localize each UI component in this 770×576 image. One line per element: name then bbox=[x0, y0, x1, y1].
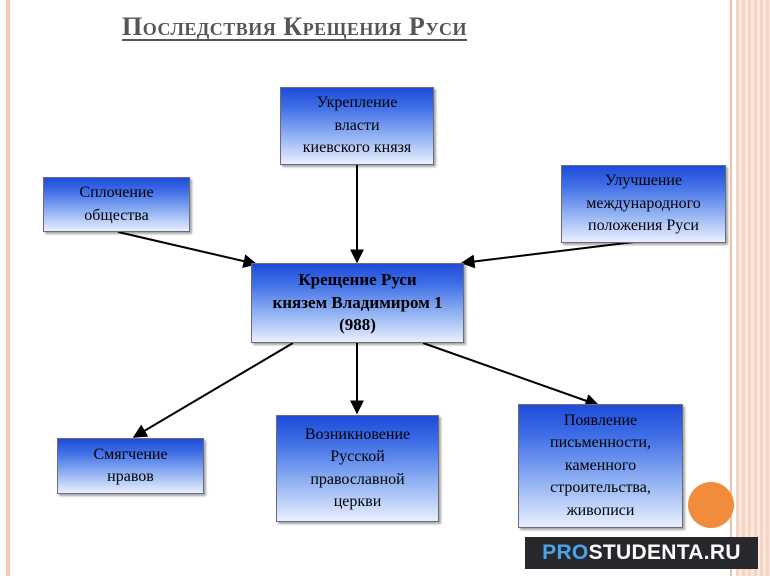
arrow-center-to-bottom-left bbox=[132, 342, 294, 438]
right-striped-border bbox=[736, 0, 770, 576]
watermark-domain: STUDENTA.RU bbox=[588, 541, 741, 564]
node-writing-architecture-painting: Появление письменности, каменного строит… bbox=[518, 404, 683, 528]
node-society-unity: Сплочение общества bbox=[43, 177, 190, 232]
slide-title: Последствия Крещения Руси bbox=[122, 12, 468, 41]
node-softening-morals: Смягчение нравов bbox=[57, 438, 204, 494]
left-border-line bbox=[6, 0, 10, 576]
node-baptism-of-rus: Крещение Руси князем Владимиром 1 (988) bbox=[251, 263, 464, 343]
node-strengthening-power: Укрепление власти киевского князя bbox=[280, 87, 434, 165]
arrow-left-to-center bbox=[117, 231, 258, 268]
node-orthodox-church: Возникновение Русской православной церкв… bbox=[276, 415, 439, 522]
arrow-center-to-bottom-right bbox=[422, 342, 600, 408]
decorative-orange-circle bbox=[688, 482, 734, 528]
arrow-right-to-center bbox=[460, 240, 643, 269]
node-international-position: Улучшение международного положения Руси bbox=[561, 165, 726, 243]
watermark-prefix: PRO bbox=[542, 541, 589, 564]
right-border-line bbox=[730, 0, 732, 576]
